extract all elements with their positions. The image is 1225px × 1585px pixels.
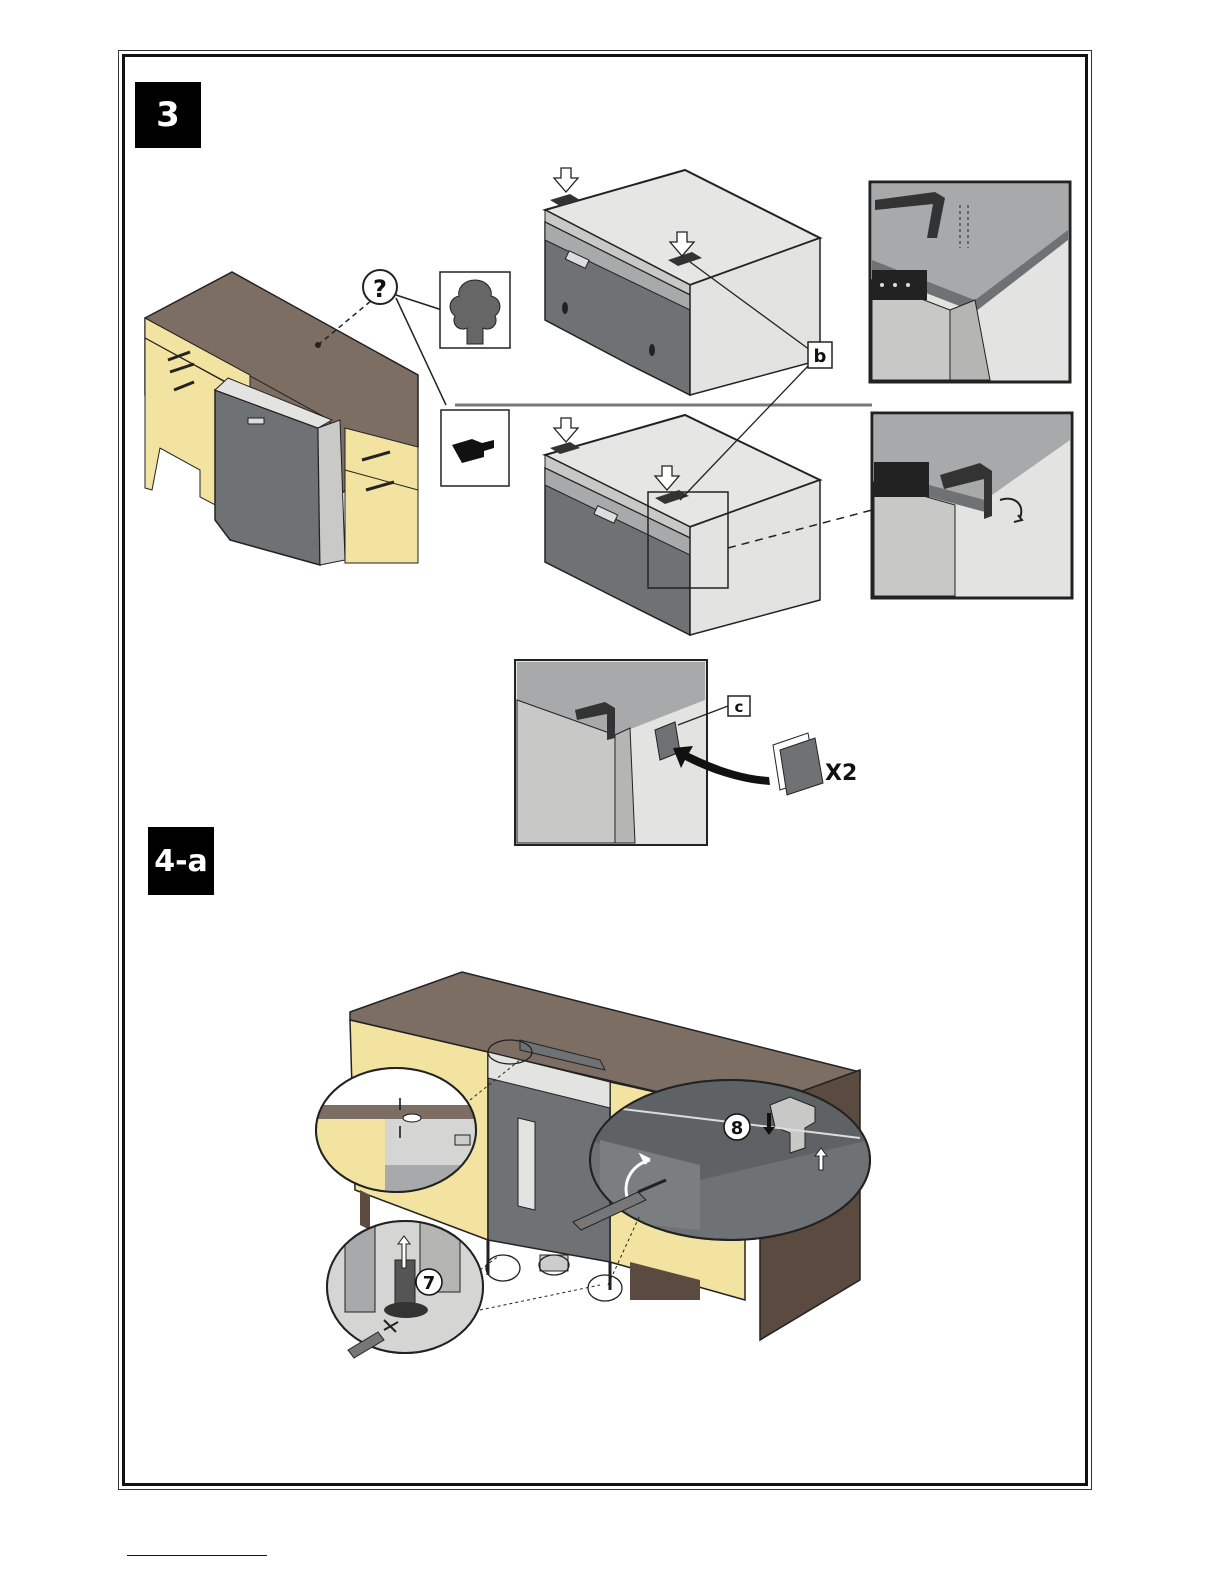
tree-icon bbox=[440, 272, 510, 348]
dishwasher-top-view-upper bbox=[545, 168, 820, 395]
svg-text:c: c bbox=[735, 698, 744, 716]
detail-panel-upper bbox=[870, 182, 1070, 382]
svg-text:?: ? bbox=[373, 275, 387, 303]
svg-text:7: 7 bbox=[423, 1273, 436, 1294]
kitchen-cabinet-illustration bbox=[145, 272, 418, 565]
svg-text:8: 8 bbox=[731, 1118, 744, 1139]
detail-panel-lower bbox=[872, 413, 1072, 598]
svg-text:b: b bbox=[814, 346, 827, 367]
detail-panel-c: c X2 bbox=[515, 660, 857, 845]
dishwasher-top-view-lower bbox=[545, 415, 872, 635]
footer-link-underline bbox=[127, 1555, 267, 1556]
bracket-icon bbox=[441, 410, 509, 486]
svg-text:X2: X2 bbox=[825, 761, 857, 786]
